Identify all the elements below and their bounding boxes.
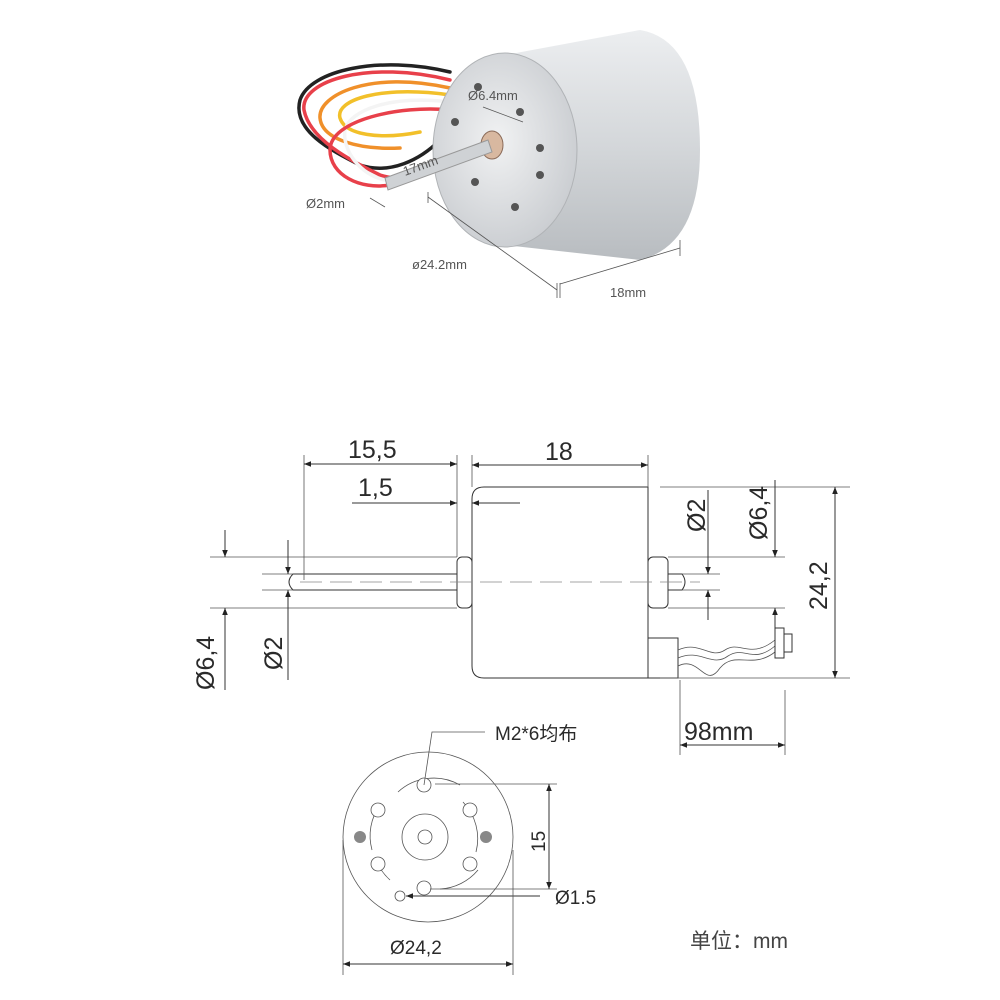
front-view-drawing: M2*6均布 15 Ø1.5 Ø24,2 <box>342 723 596 975</box>
photo-body-diameter-label: ø24.2mm <box>412 257 467 272</box>
body-outline <box>471 486 649 679</box>
rear-boss-diameter-label: Ø6,4 <box>745 486 773 540</box>
front-body-diameter-label: Ø24,2 <box>390 938 442 959</box>
rear-shaft-diameter-label: Ø2 <box>683 499 711 532</box>
wire-connector <box>774 627 785 659</box>
photo-shaft-diameter-label: Ø2mm <box>306 196 345 211</box>
rear-boss <box>647 556 669 609</box>
body-diameter-label: 24,2 <box>805 561 833 610</box>
body-length-label: 18 <box>545 438 573 466</box>
dimension-lines <box>222 461 838 748</box>
unit-label: 单位：mm <box>690 930 788 953</box>
small-hole <box>394 890 406 902</box>
vent-dot-right <box>480 831 492 843</box>
extension-lines <box>210 455 850 755</box>
motor-shaft <box>384 139 493 191</box>
shaft-length-label: 15,5 <box>348 436 397 464</box>
motor-front-face <box>432 52 578 248</box>
face-holes <box>451 83 544 211</box>
hub-circle <box>401 813 449 861</box>
lead-wires <box>297 63 452 188</box>
side-view-drawing: 15,5 1,5 18 Ø6,4 Ø2 Ø2 Ø6,4 24,2 98mm <box>192 436 850 755</box>
flange-thickness-label: 1,5 <box>358 474 393 502</box>
photo-body-length-label: 18mm <box>610 285 646 300</box>
motor-photo: Ø6.4mm 17mm Ø2mm ø24.2mm 18mm <box>297 30 700 300</box>
wire-length-label: 98mm <box>684 718 753 746</box>
mount-holes-label: M2*6均布 <box>495 723 577 745</box>
photo-dimension-lines <box>369 106 681 298</box>
vent-dot-left <box>354 831 366 843</box>
photo-hub-diameter-label: Ø6.4mm <box>468 88 518 103</box>
mount-holes <box>370 777 478 896</box>
wire-exit <box>647 637 679 679</box>
wire-connector-tip <box>783 633 793 653</box>
small-hole-label: Ø1.5 <box>555 888 596 909</box>
front-dimension-lines <box>342 783 557 975</box>
mount-hole-leader <box>423 731 485 786</box>
front-shaft-diameter-label: Ø2 <box>260 637 288 670</box>
front-boss-diameter-label: Ø6,4 <box>192 636 220 690</box>
front-flange <box>456 556 473 609</box>
body-circle <box>342 751 514 923</box>
mount-hole-arcs <box>369 777 479 890</box>
hole-spacing-label: 15 <box>529 831 550 852</box>
wires <box>677 639 776 676</box>
shaft-circle <box>417 829 433 845</box>
